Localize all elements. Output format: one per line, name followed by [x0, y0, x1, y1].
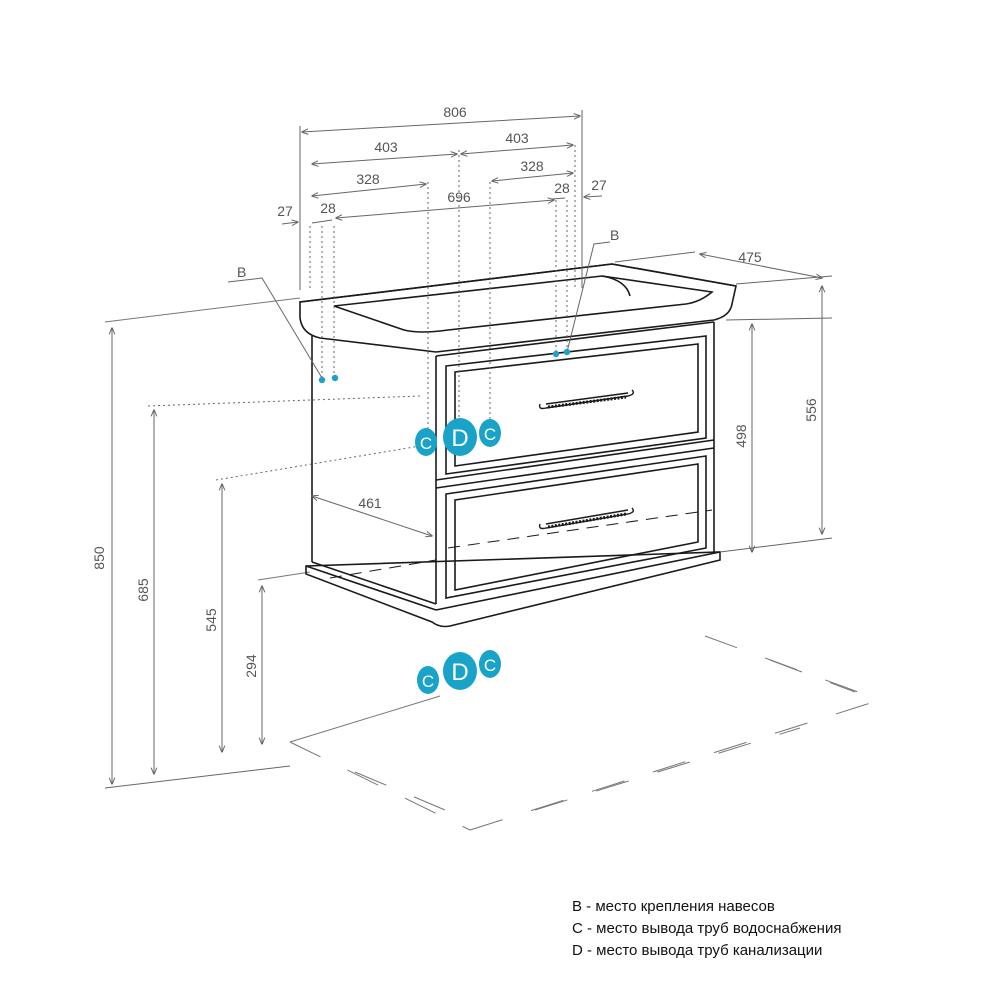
mount-dot: [563, 348, 571, 356]
dim-461: 461: [358, 495, 382, 511]
legend: B - место крепления навесов C - место вы…: [572, 896, 841, 962]
pipe-d: [443, 418, 477, 456]
svg-text:C: C: [422, 672, 434, 691]
pipe-c-right: [479, 419, 501, 447]
dim-556: 556: [803, 398, 819, 422]
dim-806: 806: [443, 104, 467, 120]
handle-bottom: [538, 507, 635, 530]
dim-545: 545: [203, 608, 219, 632]
extension-lines: [147, 145, 576, 481]
svg-text:C: C: [484, 656, 496, 675]
basin: [299, 263, 737, 353]
mount-dot: [318, 376, 326, 384]
dimension-labels: 806 403 403 328 328 696 27 28 28 27 475 …: [91, 104, 819, 678]
pipe-c-right: [479, 650, 501, 678]
svg-text:C: C: [420, 434, 432, 453]
drawer-top: [445, 335, 707, 475]
dim-328-right: 328: [520, 158, 544, 174]
dim-696: 696: [447, 189, 471, 205]
floor-guides: [289, 635, 881, 831]
svg-text:C: C: [484, 425, 496, 444]
dim-475: 475: [738, 249, 762, 265]
pipe-d: [443, 652, 477, 690]
handle-top: [538, 389, 635, 410]
dim-294: 294: [243, 654, 259, 678]
drawer-bottom: [445, 455, 707, 599]
dim-328-left: 328: [356, 171, 380, 187]
marker-b-left: B: [237, 264, 246, 280]
wall-lines: [104, 297, 441, 743]
dim-403-left: 403: [374, 139, 398, 155]
dim-28-right: 28: [554, 180, 570, 196]
cabinet-body: [305, 321, 721, 628]
legend-item-d: D - место вывода труб канализации: [572, 942, 823, 959]
hidden-edges: [329, 509, 713, 579]
dim-403-right: 403: [505, 130, 529, 146]
dim-498: 498: [733, 424, 749, 448]
legend-item-b: B - место крепления навесов: [572, 898, 775, 915]
legend-item-c: C - место вывода труб водоснабжения: [572, 920, 842, 937]
mount-dot: [552, 350, 560, 358]
dimension-lines: [104, 110, 833, 789]
dim-850: 850: [91, 546, 107, 570]
svg-text:D: D: [451, 659, 468, 686]
dim-27-left: 27: [277, 203, 293, 219]
mount-points: [318, 348, 571, 384]
dim-685: 685: [135, 578, 151, 602]
dim-28-left: 28: [320, 200, 336, 216]
pipe-c-left: [417, 666, 439, 694]
mount-dot: [331, 374, 339, 382]
dim-27-right: 27: [591, 177, 607, 193]
marker-b-right: B: [610, 227, 619, 243]
pipe-markers-floor: C D C: [417, 650, 501, 694]
pipe-c-left: [415, 428, 437, 456]
svg-text:D: D: [451, 425, 468, 452]
pipe-markers-wall: C D C: [415, 418, 501, 456]
